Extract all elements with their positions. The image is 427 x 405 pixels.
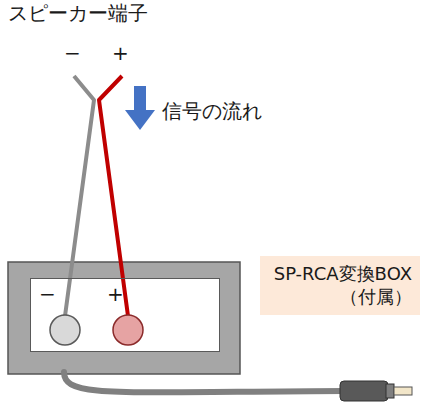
positive-terminal — [113, 315, 143, 345]
product-name: SP-RCA変換BOX （付属） — [268, 262, 412, 309]
polarity-mark: − — [39, 281, 56, 307]
rca-plug-body — [340, 381, 388, 401]
polarity-mark: + — [107, 281, 124, 307]
flow-label: 信号の流れ — [162, 100, 262, 123]
rca-plug-collar — [386, 384, 394, 398]
rca-plug-pin — [394, 387, 412, 395]
terminal-title: スピーカー端子 — [8, 2, 148, 25]
polarity-label: − — [64, 42, 81, 65]
negative-wire — [65, 76, 94, 316]
terminal-panel: −+ — [30, 278, 220, 352]
rca-cable — [64, 372, 345, 392]
product-note: SP-RCA変換BOX （付属） — [260, 256, 420, 315]
converter-housing — [8, 262, 240, 374]
signal-arrow — [125, 86, 155, 130]
polarity-label: + — [112, 42, 129, 65]
positive-wire — [99, 76, 128, 316]
negative-terminal — [50, 315, 80, 345]
